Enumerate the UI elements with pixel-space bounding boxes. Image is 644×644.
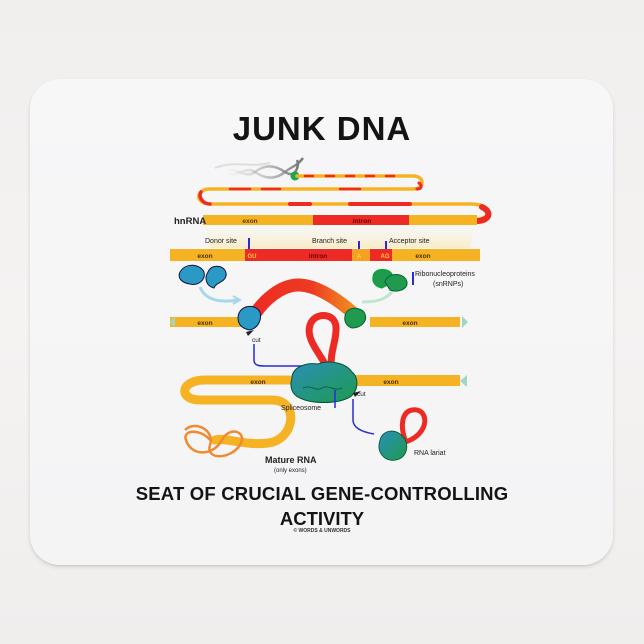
svg-text:(only exons): (only exons) [274, 468, 307, 474]
subtitle-line-1: SEAT OF CRUCIAL GENE-CONTROLLING [135, 483, 509, 504]
rna-lariat-label: RNA lariat [414, 450, 446, 457]
row3-exon-right [370, 317, 460, 327]
svg-text:AG: AG [381, 254, 390, 260]
row2-exon-left [170, 249, 245, 261]
hnrna-intron-segment [313, 215, 409, 225]
hnrna-label: hnRNA [174, 216, 206, 227]
row4-exon-right [355, 375, 460, 386]
svg-text:exon: exon [197, 253, 212, 260]
spliceosome-label: Spliceosome [281, 405, 321, 412]
intron-lariat [305, 312, 340, 372]
acceptor-site-label: Acceptor site [389, 238, 430, 245]
cut-label-1: cut [252, 337, 261, 344]
snrnp-green-icon [372, 269, 408, 292]
hnrna-exon-segment [203, 215, 313, 225]
svg-text:exon: exon [242, 218, 257, 225]
rna-transcript [197, 174, 492, 224]
branch-site-label: Branch site [312, 238, 347, 245]
svg-text:A: A [357, 254, 362, 260]
mousepad [30, 79, 613, 565]
rna-lariat-snrnp-icon [378, 430, 408, 461]
svg-text:intron: intron [353, 218, 371, 225]
copyright: © WORDS & UNWORDS [293, 528, 351, 534]
donor-site-label: Donor site [205, 238, 237, 245]
dna-helix-icon [214, 157, 304, 179]
row3-exon-left [170, 317, 243, 327]
snrnp-label: Ribonucleoproteins [415, 271, 475, 278]
svg-text:exon: exon [402, 320, 417, 327]
cut-label-2: cut [357, 391, 366, 398]
svg-text:exon: exon [415, 253, 430, 260]
main-title: JUNK DNA [232, 110, 412, 147]
svg-text:GU: GU [248, 254, 257, 260]
row2-exon-right [392, 249, 480, 261]
rna-lariat-loop [399, 407, 428, 445]
bent-intron [243, 278, 359, 329]
mature-rna-squiggle [184, 424, 244, 458]
svg-text:exon: exon [250, 379, 265, 386]
svg-text:exon: exon [383, 379, 398, 386]
dna-start-dot [290, 171, 300, 181]
svg-text:exon: exon [197, 320, 212, 327]
snrnp-blue-icon [178, 264, 227, 289]
svg-text:intron: intron [309, 253, 327, 260]
svg-text:(snRNPs): (snRNPs) [433, 281, 463, 288]
mature-rna-label: Mature RNA [265, 455, 317, 465]
spliceosome-icon [290, 361, 358, 403]
subtitle-line-2: ACTIVITY [279, 508, 365, 529]
